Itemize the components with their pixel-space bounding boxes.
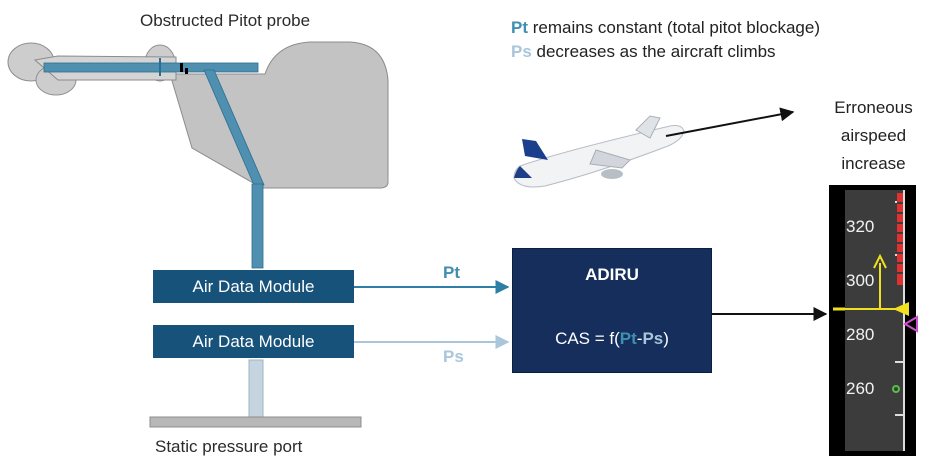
air-data-module-pt: Air Data Module (153, 270, 354, 303)
adiru-box: ADIRU CAS = f(Pt-Ps) (512, 248, 712, 373)
formula-pt: Pt (619, 329, 637, 348)
legend-pt-line: Pt remains constant (total pitot blockag… (511, 18, 820, 38)
legend-ps-line: Ps decreases as the aircraft climbs (511, 42, 776, 62)
legend-pt-text: remains constant (total pitot blockage) (528, 18, 820, 37)
formula-dash: - (636, 329, 643, 348)
speed-tick-label: 260 (846, 379, 875, 398)
formula-suffix: ) (663, 329, 669, 348)
probe-label: Obstructed Pitot probe (140, 11, 311, 30)
adiru-title: ADIRU (585, 265, 639, 284)
legend-ps-text: decreases as the aircraft climbs (531, 42, 776, 61)
caption-line-3: increase (841, 154, 906, 173)
climb-arrow (665, 107, 795, 137)
speed-tick-label: 280 (846, 325, 875, 344)
air-data-module-ps: Air Data Module (153, 325, 354, 358)
pt-arrow-label: Pt (443, 263, 460, 282)
airspeed-tape (829, 185, 918, 456)
pitot-pipe (43, 62, 265, 269)
caption-line-2: airspeed (840, 126, 907, 145)
speed-tick-label: 320 (846, 217, 875, 236)
static-pipe (248, 359, 264, 418)
aircraft-icon (513, 115, 685, 188)
static-port-label: Static pressure port (155, 437, 303, 456)
airspeed-caption: Erroneous airspeed increase (806, 94, 925, 178)
legend-pt-symbol: Pt (511, 18, 528, 37)
static-port-plate (149, 416, 362, 428)
formula-prefix: CAS = f( (555, 329, 620, 348)
blockage-mark (180, 63, 183, 72)
caption-line-1: Erroneous (834, 98, 913, 117)
formula-ps: Ps (642, 329, 664, 348)
legend-ps-symbol: Ps (511, 42, 532, 61)
cas-formula: CAS = f(Pt-Ps) (513, 329, 711, 349)
ps-arrow-label: Ps (443, 347, 464, 366)
speed-tick-label: 300 (846, 271, 875, 290)
